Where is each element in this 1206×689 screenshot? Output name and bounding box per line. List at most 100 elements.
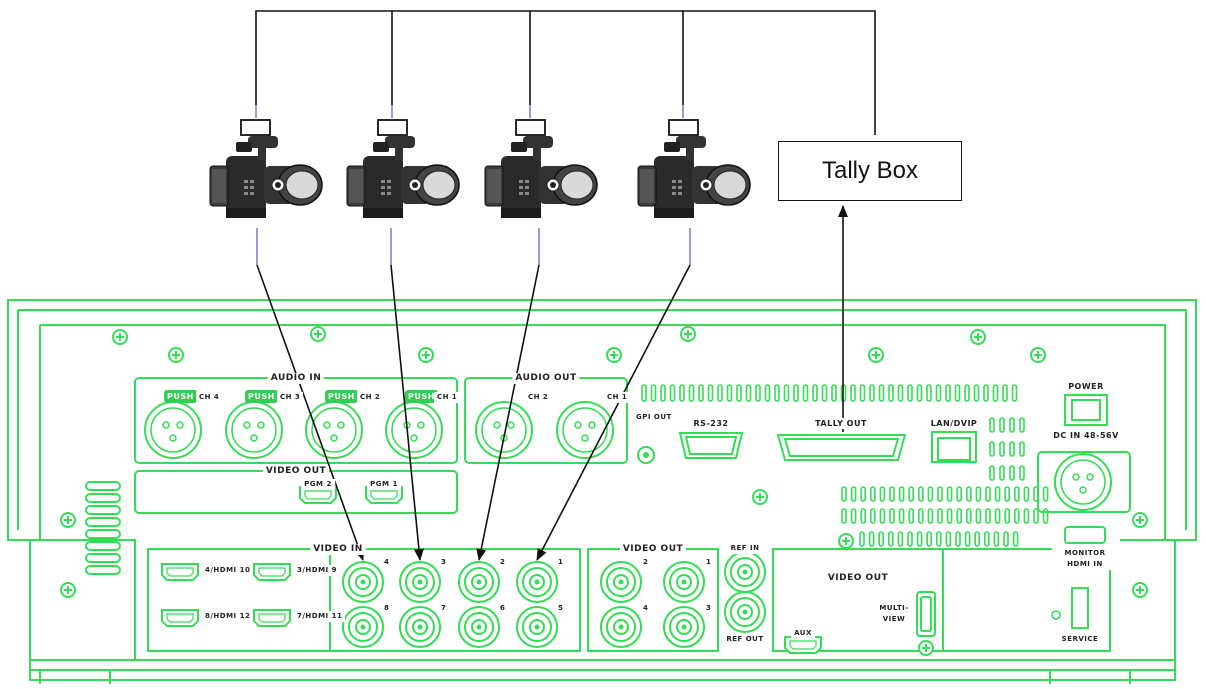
camera-icon — [210, 136, 322, 218]
video-out-aux-title: VIDEO OUT — [825, 573, 891, 584]
sdi-in-7-label: 7 — [438, 603, 449, 614]
vent-slot — [890, 509, 894, 523]
vent-slot — [870, 532, 874, 546]
vent-slot — [899, 385, 903, 401]
sdi-in-1-label: 1 — [555, 557, 566, 568]
vent-slot — [851, 385, 855, 401]
vent-slot — [946, 385, 950, 401]
vent-slot — [927, 385, 931, 401]
vent-slot — [966, 532, 970, 546]
vent-slot — [1010, 466, 1014, 480]
vent-slot — [861, 385, 865, 401]
rs232-label: RS-232 — [691, 418, 732, 429]
tally-out-label: TALLY OUT — [812, 418, 870, 429]
vent-slot — [967, 487, 971, 501]
vent-slot — [861, 487, 865, 501]
vent-slot — [879, 532, 883, 546]
vent-slot — [1010, 442, 1014, 456]
vent-slot — [737, 385, 741, 401]
vent-slot — [1005, 509, 1009, 523]
vent-slot — [919, 487, 923, 501]
tally-cable-accents — [256, 105, 683, 118]
vent-slot — [747, 385, 751, 401]
vent-slot — [690, 385, 694, 401]
sdi-out-2-label: 2 — [640, 557, 651, 568]
vent-slot — [871, 509, 875, 523]
vent-slot — [985, 532, 989, 546]
vent-slot — [652, 385, 656, 401]
vent-slot — [880, 385, 884, 401]
vent-slot — [948, 509, 952, 523]
sdi-out-3-label: 3 — [703, 603, 714, 614]
vent-slot — [1010, 418, 1014, 432]
tally-lamps — [241, 120, 698, 135]
audio-in-title: AUDIO IN — [268, 373, 324, 384]
vent-slot — [1014, 532, 1018, 546]
vent-slot — [957, 487, 961, 501]
vent-slot — [976, 509, 980, 523]
hdmi9-label: 3/HDMI 9 — [294, 565, 340, 576]
push-label: PUSH — [164, 390, 197, 403]
vent-slot — [794, 385, 798, 401]
vent-slot — [861, 509, 865, 523]
service-led — [1052, 611, 1060, 619]
vent-slot — [927, 532, 931, 546]
vent-slot — [1024, 487, 1028, 501]
tally-box-label: Tally Box — [822, 157, 918, 185]
vent-slot — [889, 385, 893, 401]
vent-slot — [1000, 418, 1004, 432]
vent-slot — [909, 509, 913, 523]
vent-slot — [852, 509, 856, 523]
push-label: PUSH — [405, 390, 438, 403]
vent-slot — [870, 385, 874, 401]
camera-icon — [638, 136, 750, 218]
vent-slot — [908, 532, 912, 546]
sdi-in-3-label: 3 — [438, 557, 449, 568]
vent-slot — [919, 509, 923, 523]
monitor-hdmi-in-label: MONITOR HDMI IN — [1052, 548, 1118, 570]
sdi-in-6-label: 6 — [497, 603, 508, 614]
vent-slot — [890, 487, 894, 501]
vent-slot — [1015, 509, 1019, 523]
vent-slot — [928, 509, 932, 523]
vent-slot — [900, 509, 904, 523]
vent-slot — [880, 509, 884, 523]
vent-slot — [1044, 487, 1048, 501]
vent-slot — [918, 532, 922, 546]
sdi-out-1-label: 1 — [703, 557, 714, 568]
ventilation-slots — [642, 385, 1048, 546]
push-label: PUSH — [325, 390, 358, 403]
vent-slot — [908, 385, 912, 401]
vent-slot — [956, 532, 960, 546]
vent-slot — [975, 532, 979, 546]
audio-in-ch2: CH 2 — [357, 392, 383, 403]
vent-slot — [957, 509, 961, 523]
vent-slot — [766, 385, 770, 401]
tally-bus-wire — [256, 11, 875, 135]
ref-in-label: REF IN — [728, 543, 763, 554]
vent-slot — [1015, 487, 1019, 501]
vent-slot — [1005, 487, 1009, 501]
camera-cable-accents — [257, 228, 690, 265]
audio-out-title: AUDIO OUT — [512, 373, 579, 384]
vent-slot — [996, 487, 1000, 501]
vent-slot — [785, 385, 789, 401]
vent-slot — [975, 385, 979, 401]
vent-slot — [699, 385, 703, 401]
hdmi12-label: 8/HDMI 12 — [202, 611, 253, 622]
vent-slot — [1000, 466, 1004, 480]
vent-slot — [860, 532, 864, 546]
pgm1-label: PGM 1 — [367, 479, 401, 490]
vent-slot — [990, 466, 994, 480]
vent-slot — [709, 385, 713, 401]
sdi-in-4-label: 4 — [381, 557, 392, 568]
sdi-in-2-label: 2 — [497, 557, 508, 568]
vent-slot — [889, 532, 893, 546]
vent-slot — [984, 385, 988, 401]
aux-label: AUX — [791, 628, 815, 639]
vent-slot — [900, 487, 904, 501]
service-label: SERVICE — [1059, 634, 1102, 645]
audio-in-ch3: CH 3 — [277, 392, 303, 403]
